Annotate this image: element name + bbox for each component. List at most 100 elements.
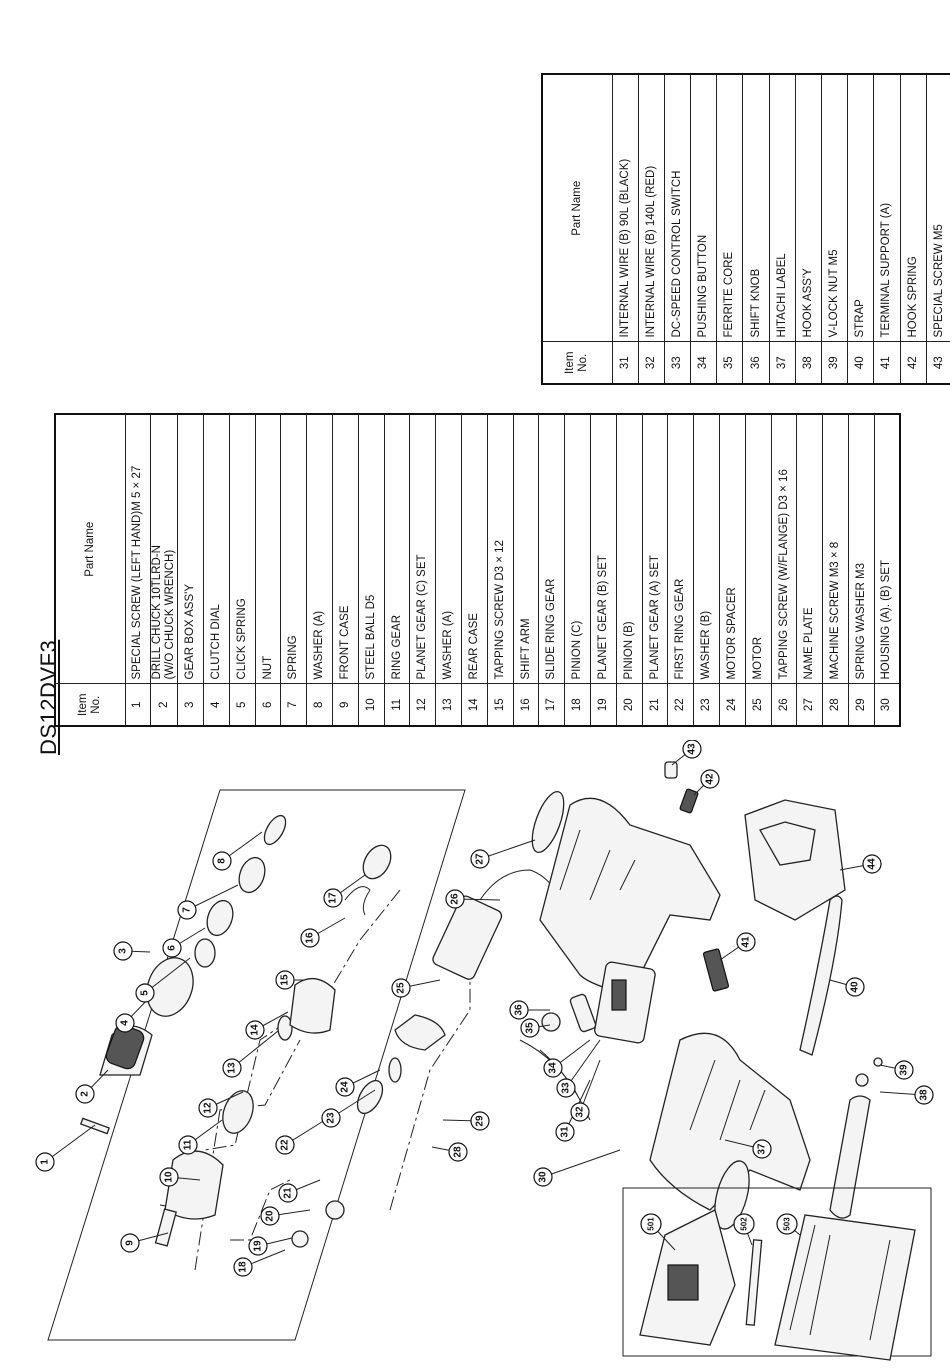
accessories-box bbox=[622, 1187, 932, 1357]
item-number: 37 bbox=[769, 342, 796, 384]
part-name: HOOK SPRING bbox=[900, 74, 927, 342]
item-number: 38 bbox=[795, 342, 822, 384]
item-number: 5 bbox=[229, 684, 256, 726]
part-name: CLUTCH DIAL bbox=[203, 414, 230, 684]
callout-label: 26 bbox=[450, 893, 461, 905]
callout-502: 502 bbox=[733, 1213, 755, 1246]
callout-41: 41 bbox=[719, 932, 756, 961]
item-number: 36 bbox=[742, 342, 770, 384]
part-name: MOTOR SPACER bbox=[719, 414, 746, 684]
callout-22: 22 bbox=[275, 1119, 326, 1155]
part-name: GEAR BOX ASS'Y bbox=[177, 414, 204, 684]
part-name: WASHER (A) bbox=[306, 414, 333, 684]
part-name: SLIDE RING GEAR bbox=[538, 414, 565, 684]
item-number: 30 bbox=[874, 684, 901, 726]
item-number: 1 bbox=[125, 684, 151, 726]
callout-label: 38 bbox=[919, 1089, 930, 1101]
part-name: SPRING bbox=[280, 414, 307, 684]
callout-14: 14 bbox=[245, 1011, 289, 1040]
callout-37: 37 bbox=[724, 1139, 772, 1159]
item-number: 9 bbox=[332, 684, 359, 726]
hook-assembly-icon bbox=[829, 1073, 871, 1219]
callout-35: 35 bbox=[520, 1018, 551, 1038]
callout-label: 12 bbox=[203, 1102, 214, 1114]
callout-label: 9 bbox=[125, 1240, 136, 1246]
table-header-row: Item No. Part Name bbox=[55, 414, 125, 726]
callout-23: 23 bbox=[321, 1089, 376, 1128]
callout-label: 18 bbox=[238, 1261, 249, 1273]
item-number: 33 bbox=[664, 342, 691, 384]
callout-label: 30 bbox=[538, 1171, 549, 1183]
item-number: 10 bbox=[358, 684, 385, 726]
item-number: 8 bbox=[306, 684, 333, 726]
item-number: 18 bbox=[564, 684, 591, 726]
item-number: 27 bbox=[796, 684, 823, 726]
callout-label: 2 bbox=[80, 1091, 91, 1097]
callout-label: 41 bbox=[741, 936, 752, 948]
shift-arm-icon bbox=[344, 886, 371, 916]
part-name: TAPPING SCREW D3 × 12 bbox=[487, 414, 514, 684]
part-name: PLANET GEAR (B) SET bbox=[590, 414, 617, 684]
callout-label: 33 bbox=[561, 1082, 572, 1094]
callout-32: 32 bbox=[570, 1059, 601, 1122]
part-name-header: Part Name bbox=[542, 74, 612, 342]
callout-29: 29 bbox=[442, 1111, 490, 1131]
callout-17: 17 bbox=[323, 874, 366, 908]
motor-icon bbox=[432, 895, 503, 980]
callout-24: 24 bbox=[335, 1069, 381, 1097]
part-name: INTERNAL WIRE (B) 90L (BLACK) bbox=[612, 74, 639, 342]
callout-label: 36 bbox=[514, 1004, 525, 1016]
table-header-row: Item No. Part Name bbox=[542, 74, 612, 384]
item-number: 28 bbox=[822, 684, 849, 726]
item-number: 17 bbox=[538, 684, 565, 726]
item-number: 19 bbox=[590, 684, 617, 726]
item-number: 41 bbox=[873, 342, 901, 384]
callout-label: 39 bbox=[899, 1064, 910, 1076]
callout-label: 11 bbox=[183, 1139, 194, 1150]
item-number: 39 bbox=[821, 342, 848, 384]
callout-label: 27 bbox=[475, 853, 486, 865]
callout-label: 22 bbox=[280, 1139, 291, 1151]
callout-27: 27 bbox=[470, 839, 536, 869]
callout-label: 13 bbox=[227, 1062, 238, 1074]
item-number: 16 bbox=[513, 684, 539, 726]
callout-25: 25 bbox=[391, 978, 441, 998]
callout-7: 7 bbox=[177, 884, 239, 920]
exploded-parts-diagram: 1234567891011121314151617181920212223242… bbox=[35, 740, 934, 1361]
callout-39: 39 bbox=[879, 1060, 914, 1080]
part-name: SHIFT KNOB bbox=[742, 74, 770, 342]
washer-b-icon bbox=[388, 1057, 402, 1083]
housing-b-icon bbox=[539, 797, 721, 996]
item-number: 11 bbox=[384, 684, 410, 726]
callout-label: 15 bbox=[280, 974, 291, 986]
part-name: FIRST RING GEAR bbox=[667, 414, 694, 684]
front-case-icon bbox=[154, 1150, 224, 1247]
callout-19: 19 bbox=[248, 1236, 293, 1256]
callout-label: 10 bbox=[164, 1171, 175, 1183]
callout-3: 3 bbox=[113, 941, 151, 961]
part-name: HITACHI LABEL bbox=[769, 74, 796, 342]
callout-label: 16 bbox=[305, 932, 316, 944]
pinion-icon bbox=[291, 1230, 309, 1248]
part-name: REAR CASE bbox=[461, 414, 488, 684]
item-number: 4 bbox=[203, 684, 230, 726]
callout-8: 8 bbox=[212, 831, 263, 871]
